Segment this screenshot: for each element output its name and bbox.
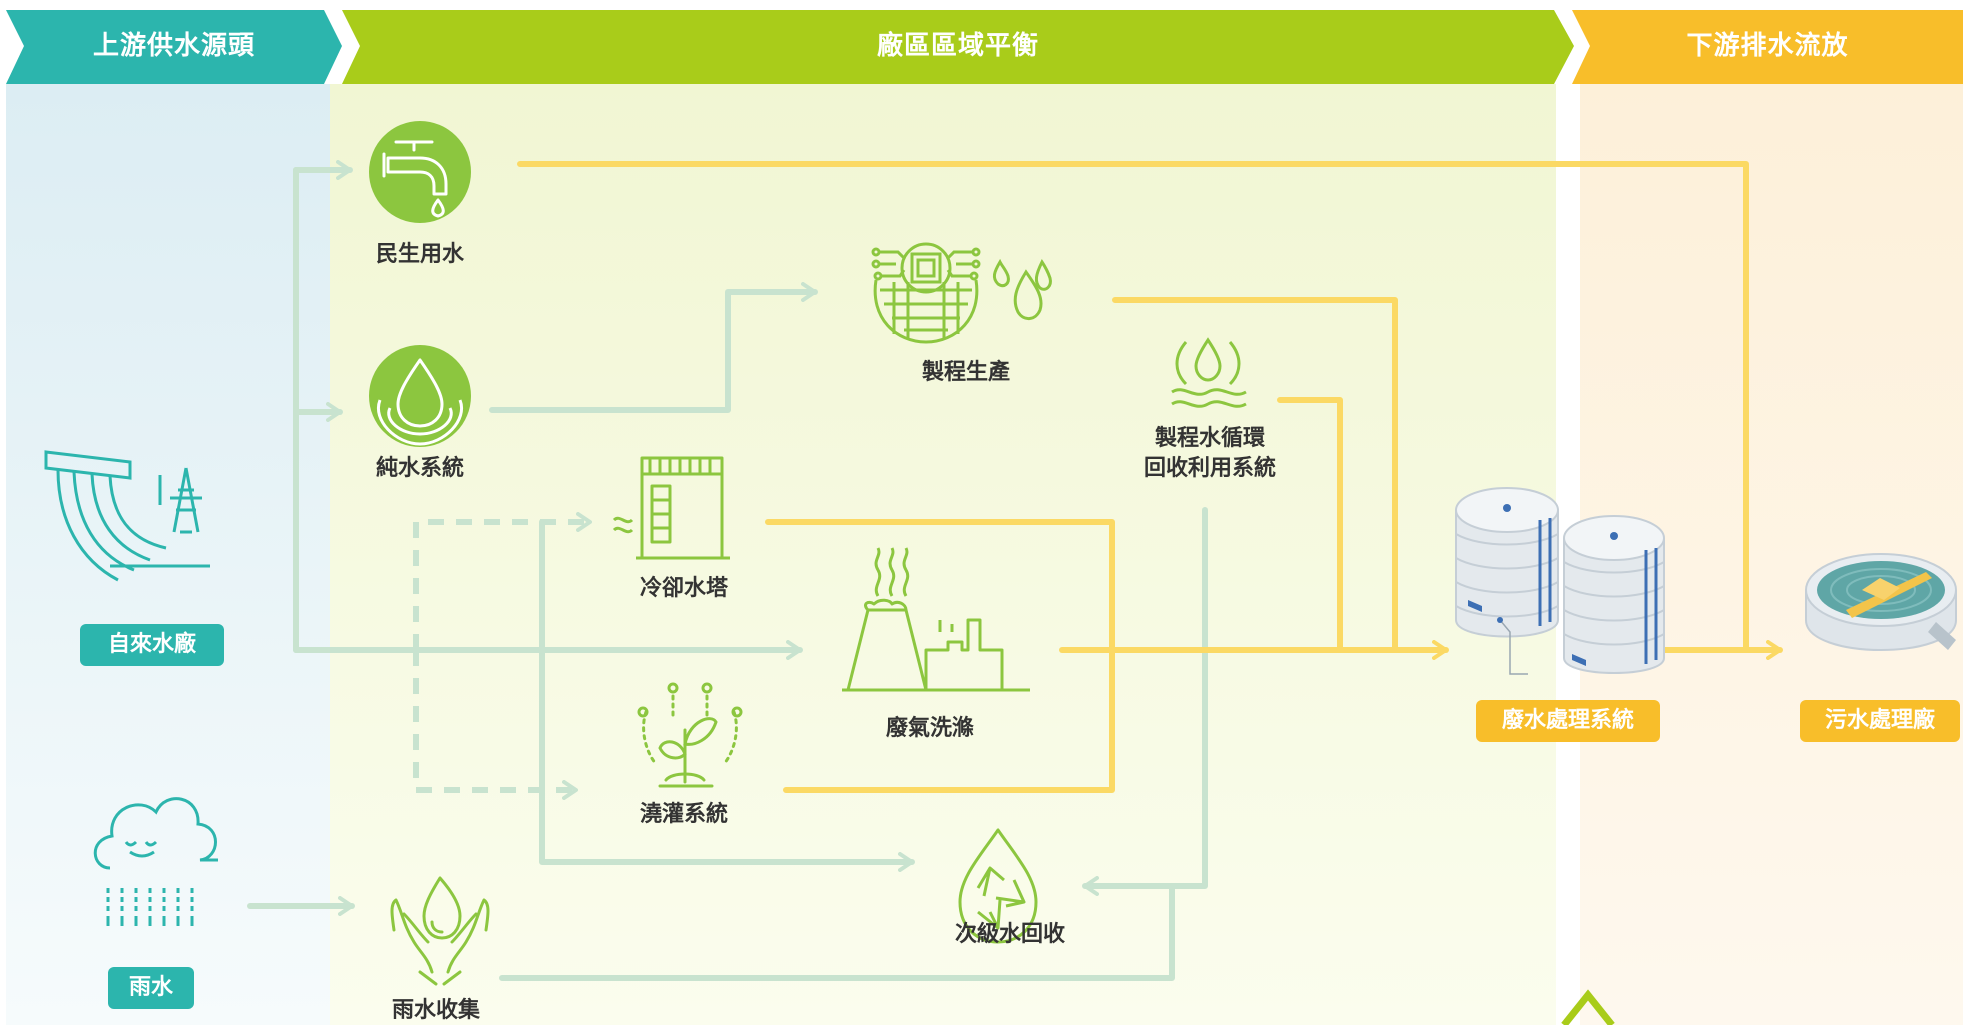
domestic-to-sewage-line — [517, 161, 1749, 653]
waste-gas-scrubbing-label: 廢氣洗滌 — [885, 716, 974, 741]
plant-zone — [330, 84, 1556, 1025]
dam-icon — [44, 450, 210, 582]
flow-pure-to-process — [489, 282, 818, 413]
rain-cloud-icon — [93, 797, 218, 926]
process-to-wastewater-line — [1112, 297, 1398, 653]
plant-header: 廠區區域平衡 — [876, 31, 1039, 61]
process-water-recycle-line1: 製程水循環 — [1154, 426, 1265, 451]
wastewater-treatment-badge: 廢水處理系統 — [1476, 700, 1660, 742]
upstream-zone — [6, 84, 330, 1025]
recycle-drop-icon — [958, 828, 1038, 944]
flow-recycle-to-secondary — [1082, 507, 1208, 896]
upstream-header: 上游供水源頭 — [92, 31, 255, 61]
process-production-label: 製程生產 — [921, 360, 1010, 385]
cooling-tower-icon — [612, 456, 730, 560]
dashed-flow-to-cooling-tower — [413, 512, 592, 650]
sprout-icon — [637, 682, 743, 788]
dashed-flow-to-irrigation — [413, 650, 578, 800]
water-drop-icon — [369, 345, 471, 447]
chip-wafer-icon — [871, 242, 1052, 344]
process-water-recycle-label: 製程水循環 回收利用系統 — [1120, 424, 1300, 484]
downstream-header: 下游排水流放 — [1686, 31, 1849, 61]
irrigation-label: 澆灌系統 — [639, 802, 728, 827]
domestic-water-label: 民生用水 — [375, 242, 464, 267]
flow-cooling-to-secondary — [539, 519, 915, 872]
cooling-to-wastewater-line — [765, 519, 1115, 653]
clarifier-icon — [1805, 553, 1957, 651]
rain-badge: 雨水 — [108, 967, 194, 1009]
sewage-plant-badge: 污水處理廠 — [1800, 700, 1960, 742]
recycle-to-wastewater-line — [1277, 397, 1343, 653]
faucet-icon — [369, 121, 471, 223]
hands-water-icon — [390, 876, 490, 986]
plant-header-banner — [342, 10, 1574, 84]
process-water-recycle-line2: 回收利用系統 — [1143, 456, 1276, 481]
downstream-header-banner — [1572, 10, 1963, 84]
secondary-water-recycle-label: 次級水回收 — [954, 922, 1065, 947]
rain-collection-label: 雨水收集 — [391, 998, 480, 1023]
tap-water-plant-badge: 自來水廠 — [80, 624, 224, 666]
upstream-header-banner — [6, 10, 342, 84]
factory-icon — [842, 547, 1030, 692]
bottom-chevron-icon — [1561, 989, 1615, 1025]
pure-water-label: 純水系統 — [375, 456, 464, 481]
flow-collection-to-secondary — [499, 883, 1175, 981]
storage-tank-icon — [1455, 487, 1665, 675]
irrigation-to-wastewater-line — [783, 647, 1115, 793]
water-wave-icon — [1171, 337, 1247, 408]
cooling-tower-label: 冷卻水塔 — [639, 576, 728, 601]
